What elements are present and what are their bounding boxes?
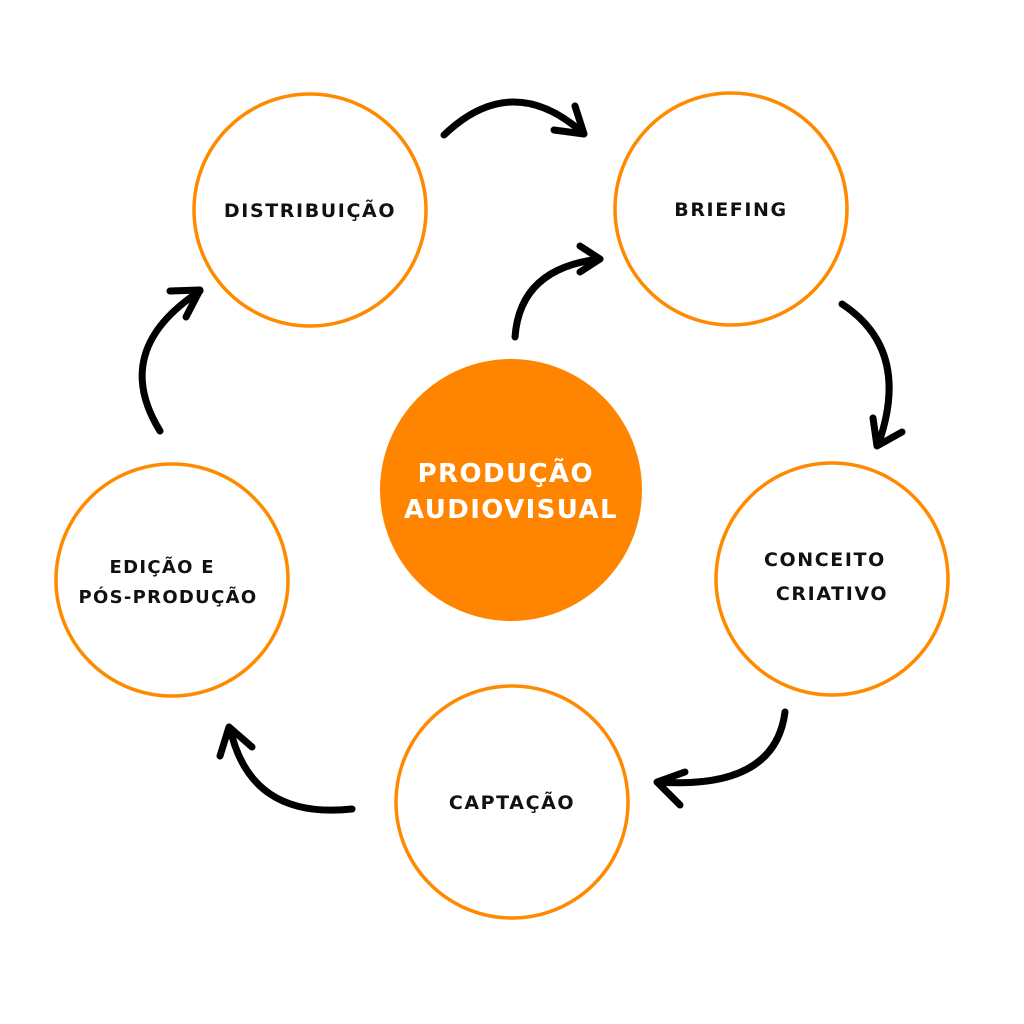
arrowhead-icon xyxy=(550,102,588,138)
arrowhead-icon xyxy=(166,286,204,321)
stage-node-distribuicao: DISTRIBUIÇÃO xyxy=(192,92,428,328)
stage-label-edicao-pos-producao: EDIÇÃO E PÓS-PRODUÇÃO xyxy=(79,555,258,608)
stage-label-line: CAPTAÇÃO xyxy=(449,790,575,814)
arrow-captacao-to-edicao xyxy=(216,723,356,814)
hub-node: PRODUÇÃO AUDIOVISUAL xyxy=(380,359,642,621)
hub-label: PRODUÇÃO AUDIOVISUAL xyxy=(404,457,618,525)
arrow-edicao-to-distribuicao xyxy=(138,286,204,435)
arrowhead-icon xyxy=(576,242,604,276)
hub-label-line: PRODUÇÃO xyxy=(418,457,594,489)
stage-label-distribuicao: DISTRIBUIÇÃO xyxy=(224,198,396,222)
arrow-conceito-to-captacao xyxy=(653,708,789,809)
arrow-distribuicao-to-briefing xyxy=(440,98,588,139)
stage-circle-briefing xyxy=(613,91,849,327)
arrow-shaft xyxy=(138,287,204,435)
stage-label-line: EDIÇÃO E xyxy=(110,555,215,578)
stage-node-conceito-criativo: CONCEITO CRIATIVO xyxy=(714,461,950,697)
arrow-shaft xyxy=(511,255,604,341)
stage-node-briefing: BRIEFING xyxy=(613,91,849,327)
stage-label-conceito-criativo: CONCEITO CRIATIVO xyxy=(764,549,894,605)
arrow-shaft xyxy=(838,300,893,449)
stage-label-line: PÓS-PRODUÇÃO xyxy=(79,585,258,608)
stage-node-edicao-pos-producao: EDIÇÃO E PÓS-PRODUÇÃO xyxy=(54,462,290,698)
stage-circle-captacao xyxy=(394,684,630,920)
arrow-shaft xyxy=(440,98,587,139)
stage-circle-distribuicao xyxy=(192,92,428,328)
hub-label-line: AUDIOVISUAL xyxy=(404,495,618,525)
stage-circle-conceito-criativo xyxy=(714,461,950,697)
stage-label-line: CONCEITO xyxy=(764,549,886,571)
stage-label-briefing: BRIEFING xyxy=(674,199,788,221)
arrowhead-icon xyxy=(216,723,256,760)
arrow-briefing-to-conceito xyxy=(838,300,906,450)
arrow-shaft xyxy=(226,724,356,814)
stage-node-captacao: CAPTAÇÃO xyxy=(394,684,630,920)
stage-label-line: CRIATIVO xyxy=(776,583,888,605)
arrowhead-icon xyxy=(869,414,906,450)
stage-label-line: BRIEFING xyxy=(674,199,788,221)
hub-circle xyxy=(380,359,642,621)
stage-circle-edicao-pos-producao xyxy=(54,462,290,698)
stage-label-captacao: CAPTAÇÃO xyxy=(449,790,575,814)
arrow-shaft xyxy=(654,708,789,787)
arrow-hub-to-briefing xyxy=(511,242,604,341)
arrowhead-icon xyxy=(653,768,689,809)
stage-label-line: DISTRIBUIÇÃO xyxy=(224,198,396,222)
